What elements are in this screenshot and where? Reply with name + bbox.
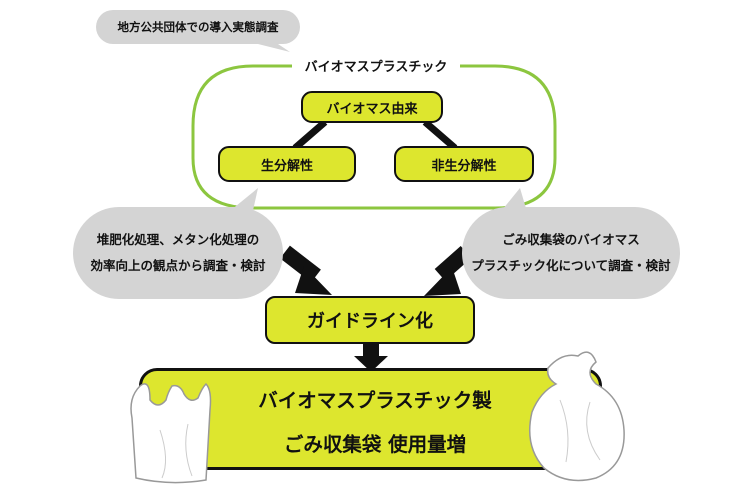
group-title: バイオマスプラスチック — [292, 52, 460, 78]
arrow-left-to-guideline — [280, 245, 332, 295]
group-frame — [191, 64, 557, 210]
right-speech-bubble: ごみ収集袋のバイオマス プラスチック化について調査・検討 — [462, 207, 680, 299]
left-bubble-line-2: 効率向上の観点から調査・検討 — [90, 258, 266, 273]
guideline-box: ガイドライン化 — [265, 296, 475, 344]
survey-tag-text: 地方公共団体での導入実態調査 — [117, 20, 279, 34]
branch-node-left: 生分解性 — [218, 146, 356, 182]
connector-right — [422, 119, 458, 151]
connector-left — [292, 119, 328, 151]
arrow-down-to-result — [354, 344, 388, 372]
result-line-2: ごみ収集袋 使用量増 — [283, 432, 467, 456]
branch-node-left-label: 生分解性 — [260, 158, 313, 174]
origin-node-label: バイオマス由来 — [326, 101, 418, 117]
origin-node: バイオマス由来 — [301, 91, 443, 123]
left-bubble-line-1: 堆肥化処理、メタン化処理の — [96, 232, 260, 247]
left-speech-bubble: 堆肥化処理、メタン化処理の 効率向上の観点から調査・検討 — [73, 207, 283, 299]
guideline-label: ガイドライン化 — [307, 311, 433, 332]
right-bubble-line-2: プラスチック化について調査・検討 — [471, 258, 671, 273]
branch-node-right: 非生分解性 — [394, 146, 534, 182]
group-title-text: バイオマスプラスチック — [304, 59, 448, 75]
result-line-1: バイオマスプラスチック製 — [258, 388, 492, 412]
result-text: バイオマスプラスチック製 ごみ収集袋 使用量増 — [205, 376, 545, 464]
arrow-right-to-guideline — [424, 246, 472, 296]
survey-tag: 地方公共団体での導入実態調査 — [96, 10, 300, 44]
branch-node-right-label: 非生分解性 — [431, 158, 497, 174]
right-bubble-line-1: ごみ収集袋のバイオマス — [502, 232, 640, 247]
